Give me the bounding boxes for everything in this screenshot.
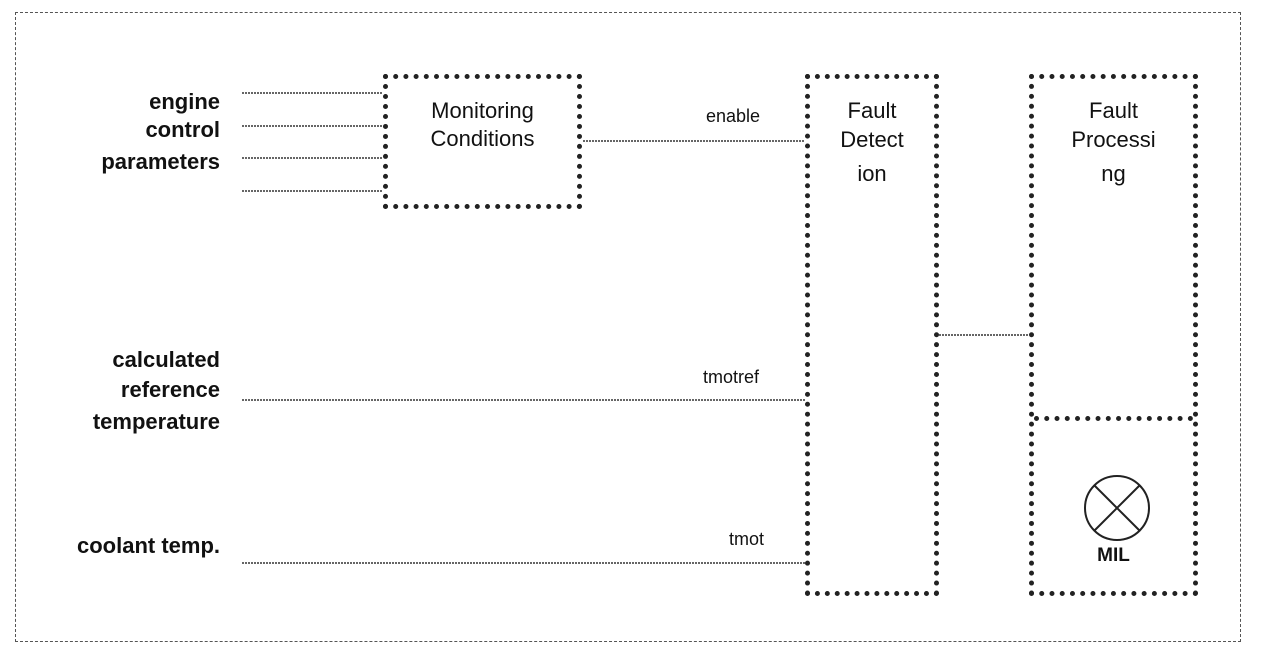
engine-control-label: engine control parameters bbox=[101, 89, 220, 174]
fault-detection-block: Fault Detect ion bbox=[805, 74, 939, 596]
fault-detection-title: Fault Detect ion bbox=[840, 98, 904, 186]
mil-label: MIL bbox=[1097, 545, 1130, 566]
reference-temp-label: calculated reference temperature bbox=[92, 347, 220, 434]
enable-signal-label: enable bbox=[706, 106, 761, 126]
fault-processing-block: Fault Processi ng MIL bbox=[1029, 74, 1198, 596]
tmotref-signal-label: tmotref bbox=[703, 367, 760, 387]
lamp-icon bbox=[1084, 475, 1150, 541]
fault-processing-title: Fault Processi ng bbox=[1071, 98, 1156, 186]
diagram-frame bbox=[15, 12, 1241, 642]
monitoring-conditions-block: Monitoring Conditions bbox=[383, 74, 582, 209]
monitoring-conditions-title: Monitoring Conditions bbox=[430, 98, 535, 151]
mil-section-divider bbox=[1034, 416, 1193, 421]
coolant-temp-label: coolant temp. bbox=[76, 533, 220, 558]
tmot-signal-label: tmot bbox=[729, 529, 765, 549]
